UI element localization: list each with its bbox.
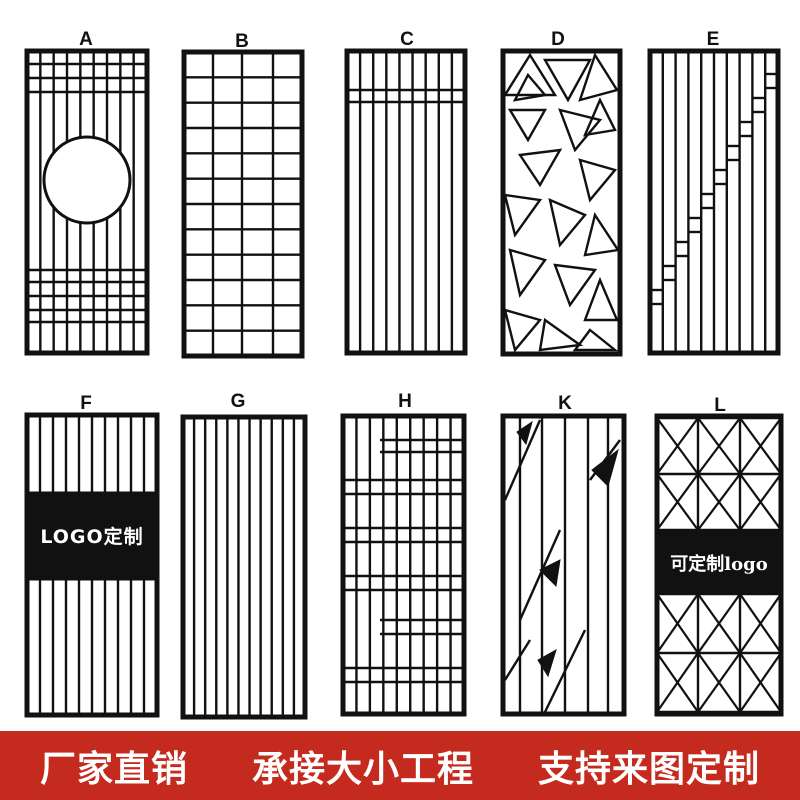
banner-phrase-direct-sales: 厂家直销 — [39, 748, 188, 790]
panel-g-frame — [180, 414, 308, 720]
panel-label-d: D — [551, 29, 565, 50]
panel-d-frame — [500, 48, 623, 357]
panel-d-triangle — [517, 148, 563, 188]
panel-l-diagonal — [697, 473, 741, 531]
panel-label-h: H — [398, 391, 412, 412]
panel-l-diagonal — [739, 417, 782, 475]
panel-l-diagonal — [739, 473, 782, 531]
panel-label-k: K — [558, 393, 572, 414]
panel-d-triangle — [538, 317, 584, 352]
panel-l-diagonal — [739, 652, 782, 713]
panel-c — [344, 48, 468, 356]
panel-d-triangle — [507, 108, 548, 143]
panel-e — [647, 48, 781, 356]
panel-k-diagonal — [503, 419, 542, 501]
panel-l-diagonal — [697, 652, 741, 713]
panel-d-triangle — [578, 158, 618, 203]
panel-d-triangle — [503, 308, 543, 353]
panel-k-frame — [500, 413, 627, 717]
logo-label-f: LOGO定制 — [40, 526, 144, 548]
panel-k-leaf — [516, 420, 533, 446]
panel-label-a: A — [79, 29, 93, 50]
panel-a-frame — [24, 48, 150, 356]
panel-label-e: E — [706, 29, 720, 50]
panel-k-diagonal — [503, 639, 532, 681]
panel-h-frame — [340, 413, 467, 717]
panel-k-diagonal — [543, 629, 587, 713]
panel-d-triangle — [553, 263, 598, 308]
panel-d-triangle — [503, 193, 543, 238]
panel-label-g: G — [230, 391, 246, 412]
panel-k — [500, 413, 627, 717]
panel-g — [180, 414, 308, 720]
panel-k-leaf — [591, 448, 619, 487]
panel-a — [24, 48, 150, 356]
panel-l-diagonal — [656, 652, 699, 713]
panel-d-triangle — [583, 276, 619, 322]
panel-k-diagonal — [518, 529, 562, 621]
panel-k-leaf — [539, 559, 561, 588]
panel-d-triangle — [542, 58, 593, 103]
panel-k-leaf — [537, 648, 557, 678]
panel-d-triangle — [583, 97, 617, 137]
panel-a-circle — [42, 135, 132, 225]
panel-d-triangle — [502, 52, 558, 97]
panel-l-logo-block — [656, 529, 782, 595]
banner-phrase-custom: 支持来图定制 — [537, 748, 760, 790]
panel-d-triangle — [583, 212, 621, 257]
promo-banner: 厂家直销 承接大小工程 支持来图定制 — [0, 731, 800, 800]
panel-l-diagonal — [697, 417, 741, 475]
banner-phrase-projects: 承接大小工程 — [251, 748, 474, 790]
logo-label-l: 可定制logo — [670, 554, 768, 575]
panel-d-triangle — [508, 248, 547, 298]
panel-d-triangle — [548, 197, 587, 248]
panel-l-diagonal — [656, 593, 699, 654]
panel-b — [181, 49, 305, 359]
panel-label-c: C — [400, 29, 414, 50]
panel-l-diagonal — [656, 473, 699, 531]
panel-label-f: F — [80, 393, 92, 414]
panel-label-l: L — [714, 395, 726, 416]
panel-h — [340, 413, 467, 717]
panel-c-frame — [344, 48, 468, 356]
panel-l-diagonal — [656, 417, 699, 475]
panel-d — [500, 48, 623, 357]
panel-d-triangle — [512, 72, 548, 102]
panel-l-diagonal — [697, 593, 741, 654]
panel-d-triangle — [578, 52, 619, 102]
panel-d-triangle — [572, 328, 619, 352]
panel-label-b: B — [235, 31, 249, 52]
panel-l — [654, 413, 784, 717]
panel-f — [24, 412, 160, 718]
panel-f-logo-block — [26, 491, 158, 581]
panel-l-diagonal — [739, 593, 782, 654]
